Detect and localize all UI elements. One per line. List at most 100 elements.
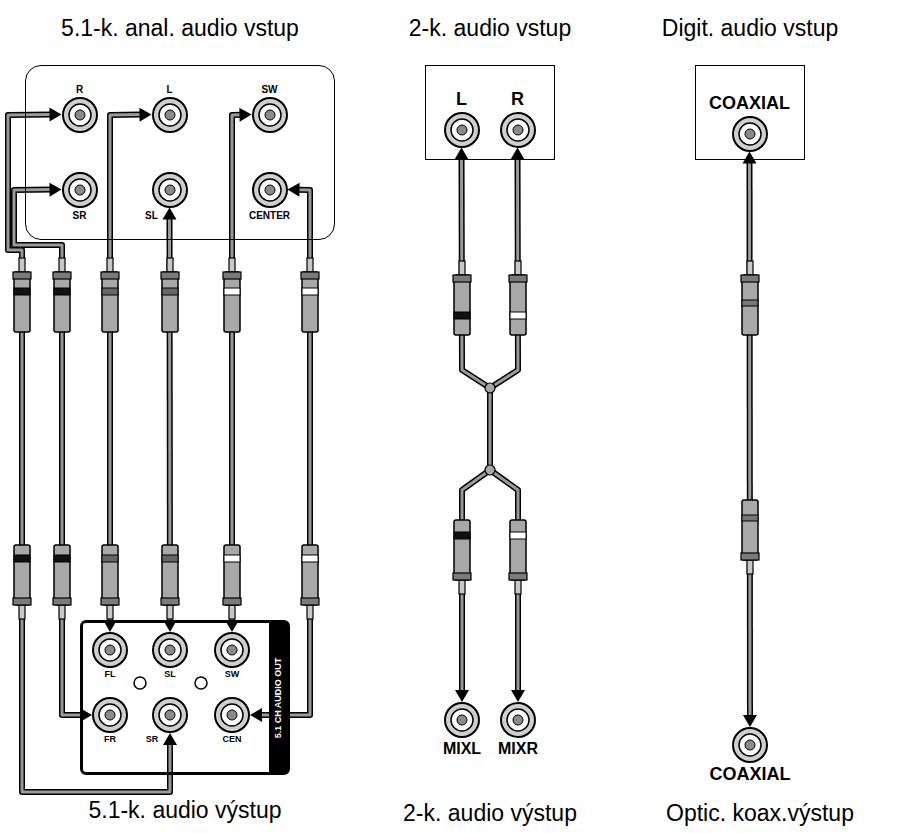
jack-pin — [513, 715, 523, 725]
cable-outline — [8, 115, 170, 792]
rca-plug — [53, 258, 71, 332]
jack-pin — [265, 110, 275, 120]
audio-jack: L — [152, 97, 188, 133]
audio-jack: SR — [62, 172, 98, 208]
audio-jack: MIXL — [444, 702, 480, 738]
rca-plug — [53, 545, 71, 619]
jack-pin — [745, 740, 755, 750]
arrow-head — [511, 690, 525, 702]
jack-outer — [153, 98, 187, 132]
jack-pin — [105, 710, 115, 720]
jack-inner — [159, 179, 181, 201]
jack-ring — [92, 697, 128, 733]
jack-pin — [265, 185, 275, 195]
rca-plug — [301, 258, 319, 332]
jack-inner — [99, 704, 121, 726]
jack-label: MIXL — [441, 740, 483, 758]
jack-label: SW — [223, 670, 242, 680]
jack-ring — [62, 97, 98, 133]
audio-cable — [490, 148, 525, 703]
jack-outer — [215, 633, 249, 667]
jack-pin — [165, 185, 175, 195]
rca-plug — [509, 520, 527, 594]
jack-ring — [92, 632, 128, 668]
coax-plug — [741, 500, 759, 574]
jack-outer — [501, 113, 535, 147]
jack-pin — [457, 125, 467, 135]
audio-jack: COAXIAL — [732, 727, 768, 763]
jack-outer — [215, 698, 249, 732]
jack-outer — [153, 698, 187, 732]
jack-outer — [153, 173, 187, 207]
jack-outer — [253, 173, 287, 207]
arrow-head — [455, 690, 469, 702]
jack-outer — [63, 98, 97, 132]
panel-heading: 2-k. audio vstup — [406, 15, 574, 43]
connector-panel: 5.1-k. anal. audio vstupRLSWSRSLCENTER — [25, 65, 335, 240]
arrow-head — [49, 108, 61, 122]
jack-outer — [733, 728, 767, 762]
jack-label: R — [509, 90, 526, 110]
arrow-head — [163, 208, 177, 220]
jack-inner — [507, 709, 529, 731]
jack-inner — [99, 639, 121, 661]
jack-label: COAXIAL — [707, 94, 792, 114]
rca-plug — [301, 545, 319, 619]
arrow-head — [239, 108, 251, 122]
audio-jack: FL — [92, 632, 128, 668]
jack-ring — [62, 172, 98, 208]
jack-ring — [214, 697, 250, 733]
jack-label: SR — [71, 210, 89, 221]
jack-inner — [739, 734, 761, 756]
jack-pin — [745, 129, 755, 139]
jack-outer — [501, 703, 535, 737]
jack-inner — [69, 179, 91, 201]
audio-jack: R — [62, 97, 98, 133]
jack-inner — [69, 104, 91, 126]
jack-inner — [159, 704, 181, 726]
rca-plug — [13, 545, 31, 619]
jack-pin — [227, 710, 237, 720]
jack-ring — [500, 112, 536, 148]
jack-pin — [165, 710, 175, 720]
audio-jack: CEN — [214, 697, 250, 733]
jack-label: COAXIAL — [708, 765, 793, 785]
jack-inner — [451, 709, 473, 731]
jack-label: R — [74, 84, 85, 95]
connector-panel: Digit. audio vstupCOAXIAL — [695, 65, 805, 160]
jack-outer — [63, 173, 97, 207]
cable-outline — [747, 162, 753, 718]
audio-jack: SW — [252, 97, 288, 133]
audio-jack: MIXR — [500, 702, 536, 738]
jack-outer — [445, 703, 479, 737]
cable-core — [462, 157, 490, 692]
jack-label: L — [164, 84, 174, 95]
jack-label: L — [454, 90, 469, 110]
jack-ring — [500, 702, 536, 738]
jack-ring — [444, 112, 480, 148]
rca-plug — [101, 545, 119, 619]
jack-label: SL — [162, 670, 178, 680]
panel-label: 5.1 CH AUDIO OUT — [274, 657, 283, 738]
rca-plug — [453, 520, 471, 594]
jack-inner — [159, 104, 181, 126]
audio-jack: FR — [92, 697, 128, 733]
audio-cable — [743, 152, 757, 728]
jack-ring — [732, 727, 768, 763]
rca-plug — [161, 258, 179, 332]
jack-label: CEN — [220, 735, 243, 745]
jack-outer — [733, 117, 767, 151]
jack-pin — [227, 645, 237, 655]
audio-cable — [455, 148, 490, 703]
jack-ring — [152, 172, 188, 208]
jack-pin — [75, 110, 85, 120]
jack-ring — [152, 97, 188, 133]
audio-jack: SW — [214, 632, 250, 668]
audio-jack: COAXIAL — [732, 116, 768, 152]
jack-label: MIXR — [496, 740, 540, 758]
arrow-head — [743, 152, 757, 164]
rca-plug — [13, 258, 31, 332]
cable-outline — [490, 157, 518, 692]
jack-ring — [152, 697, 188, 733]
